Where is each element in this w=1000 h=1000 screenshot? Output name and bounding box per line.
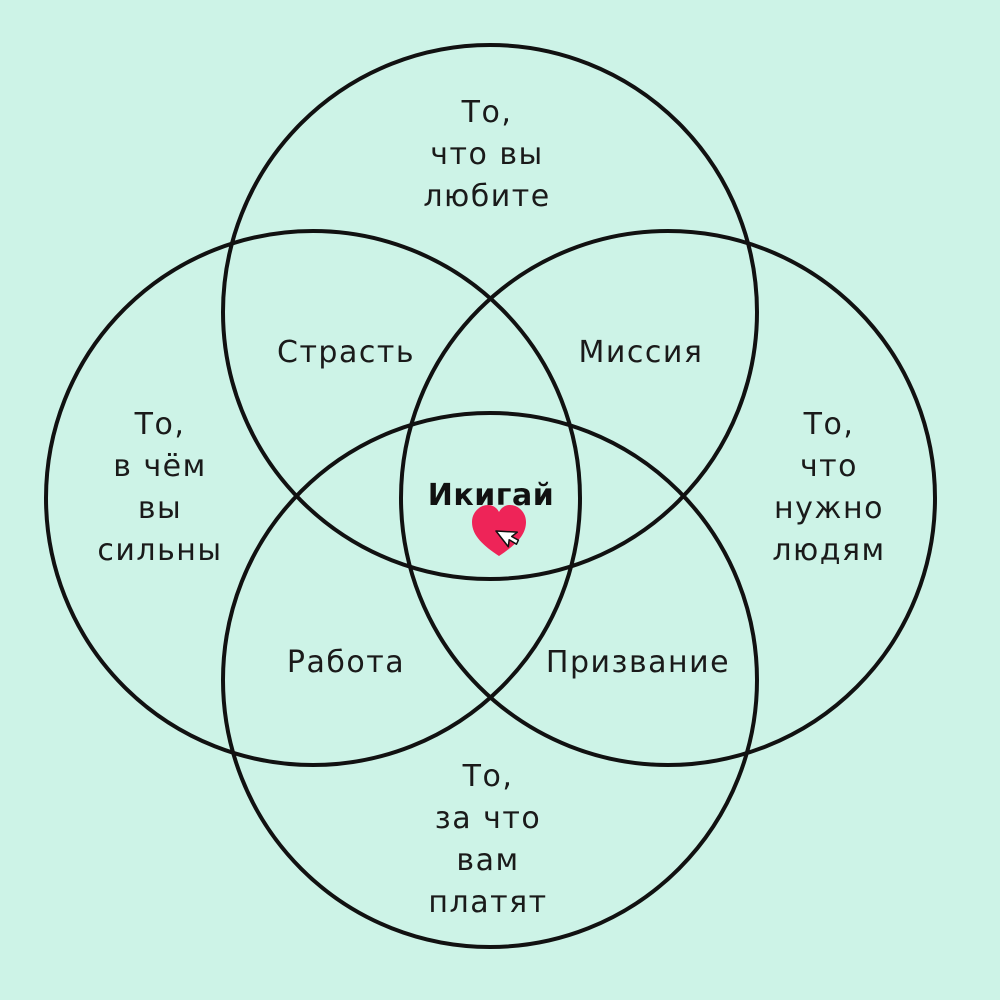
label-line: сильны [97,533,223,568]
label-what-you-love: То, что вы любите [423,92,550,218]
label-line: платят [428,885,548,920]
circle-love [221,43,759,581]
pointer-cursor-icon [495,530,520,548]
label-line: вы [137,491,183,526]
heart-icon[interactable] [470,503,528,561]
label-line: То, [462,759,514,794]
label-line: что [799,449,859,484]
label-what-you-are-good-at: То, в чём вы сильны [97,404,222,572]
label-line: То, [803,407,855,442]
circle-world-needs [399,229,937,767]
label-mission: Миссия [578,335,704,370]
label-line: нужно [774,491,884,526]
label-vocation: Призвание [545,645,731,680]
label-line: вам [456,843,520,878]
label-line: в чём [113,449,207,484]
circle-good-at [44,229,582,767]
label-profession: Работа [286,645,406,680]
label-what-you-are-paid-for: То, за что вам платят [428,756,547,924]
label-line: То, [461,95,513,130]
label-line: людям [772,533,886,568]
circle-paid-for [221,411,759,949]
label-line: за что [434,801,542,836]
label-what-world-needs: То, что нужно людям [772,404,885,572]
label-line: что вы [430,137,544,172]
label-passion: Страсть [277,335,415,370]
label-line: любите [423,179,551,214]
label-line: То, [134,407,186,442]
